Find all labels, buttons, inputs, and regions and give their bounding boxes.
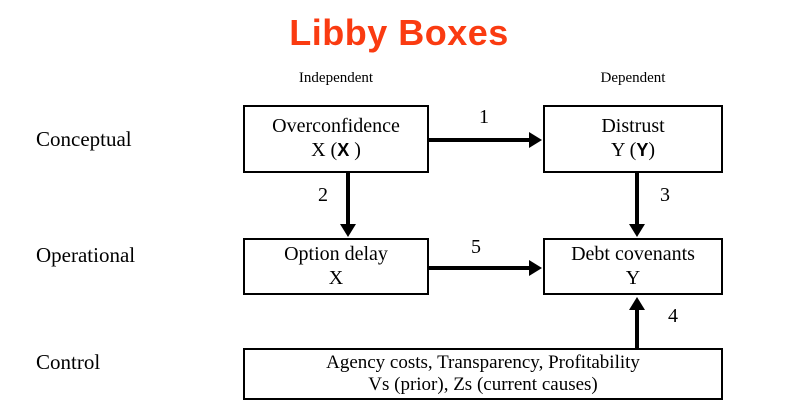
arrow-3-head-icon: [629, 224, 645, 237]
box-control-line2: Vs (prior), Zs (current causes): [368, 374, 598, 395]
arrow-1-line: [429, 138, 529, 142]
arrow-3-label: 3: [660, 184, 670, 206]
box-debt-covenants: Debt covenants Y: [543, 238, 723, 295]
box-distrust: Distrust Y (Y): [543, 105, 723, 173]
box-distrust-line2: Y (Y): [611, 139, 655, 163]
box-overconfidence-var-close: ): [349, 139, 361, 161]
box-overconfidence: Overconfidence X (X ): [243, 105, 429, 173]
page-title: Libby Boxes: [289, 12, 509, 53]
box-distrust-var-plain: Y (: [610, 139, 637, 161]
arrow-4-head-icon: [629, 297, 645, 310]
box-overconfidence-line2: X (X ): [311, 139, 361, 163]
arrow-5-label: 5: [471, 236, 481, 258]
arrow-1-label: 1: [479, 106, 489, 128]
row-label-operational: Operational: [36, 243, 136, 267]
arrow-3-line: [635, 173, 639, 225]
box-overconfidence-line1: Overconfidence: [272, 115, 400, 138]
box-overconfidence-var-bold: X: [337, 140, 350, 160]
arrow-5-head-icon: [529, 260, 542, 276]
arrow-4-line: [635, 309, 639, 348]
box-debt-covenants-line1: Debt covenants: [571, 242, 695, 265]
box-distrust-var-bold: Y: [636, 140, 649, 160]
row-label-control: Control: [36, 350, 101, 374]
box-overconfidence-var-plain: X (: [311, 139, 338, 161]
arrow-2-line: [346, 173, 350, 225]
box-control-variables: Agency costs, Transparency, Profitabilit…: [243, 348, 723, 400]
box-option-delay: Option delay X: [243, 238, 429, 295]
box-distrust-line1: Distrust: [601, 115, 665, 138]
row-label-conceptual: Conceptual: [36, 127, 132, 151]
column-header-dependent: Dependent: [600, 70, 666, 86]
box-debt-covenants-line2: Y: [625, 266, 641, 289]
box-option-delay-line1: Option delay: [284, 242, 388, 265]
column-header-independent: Independent: [298, 70, 374, 86]
arrow-4-label: 4: [668, 305, 678, 327]
arrow-2-head-icon: [340, 224, 356, 237]
arrow-5-line: [429, 266, 529, 270]
box-distrust-var-close: ): [648, 139, 656, 161]
arrow-2-label: 2: [318, 184, 328, 206]
arrow-1-head-icon: [529, 132, 542, 148]
box-control-line1: Agency costs, Transparency, Profitabilit…: [326, 351, 640, 373]
box-option-delay-line2: X: [328, 266, 344, 289]
